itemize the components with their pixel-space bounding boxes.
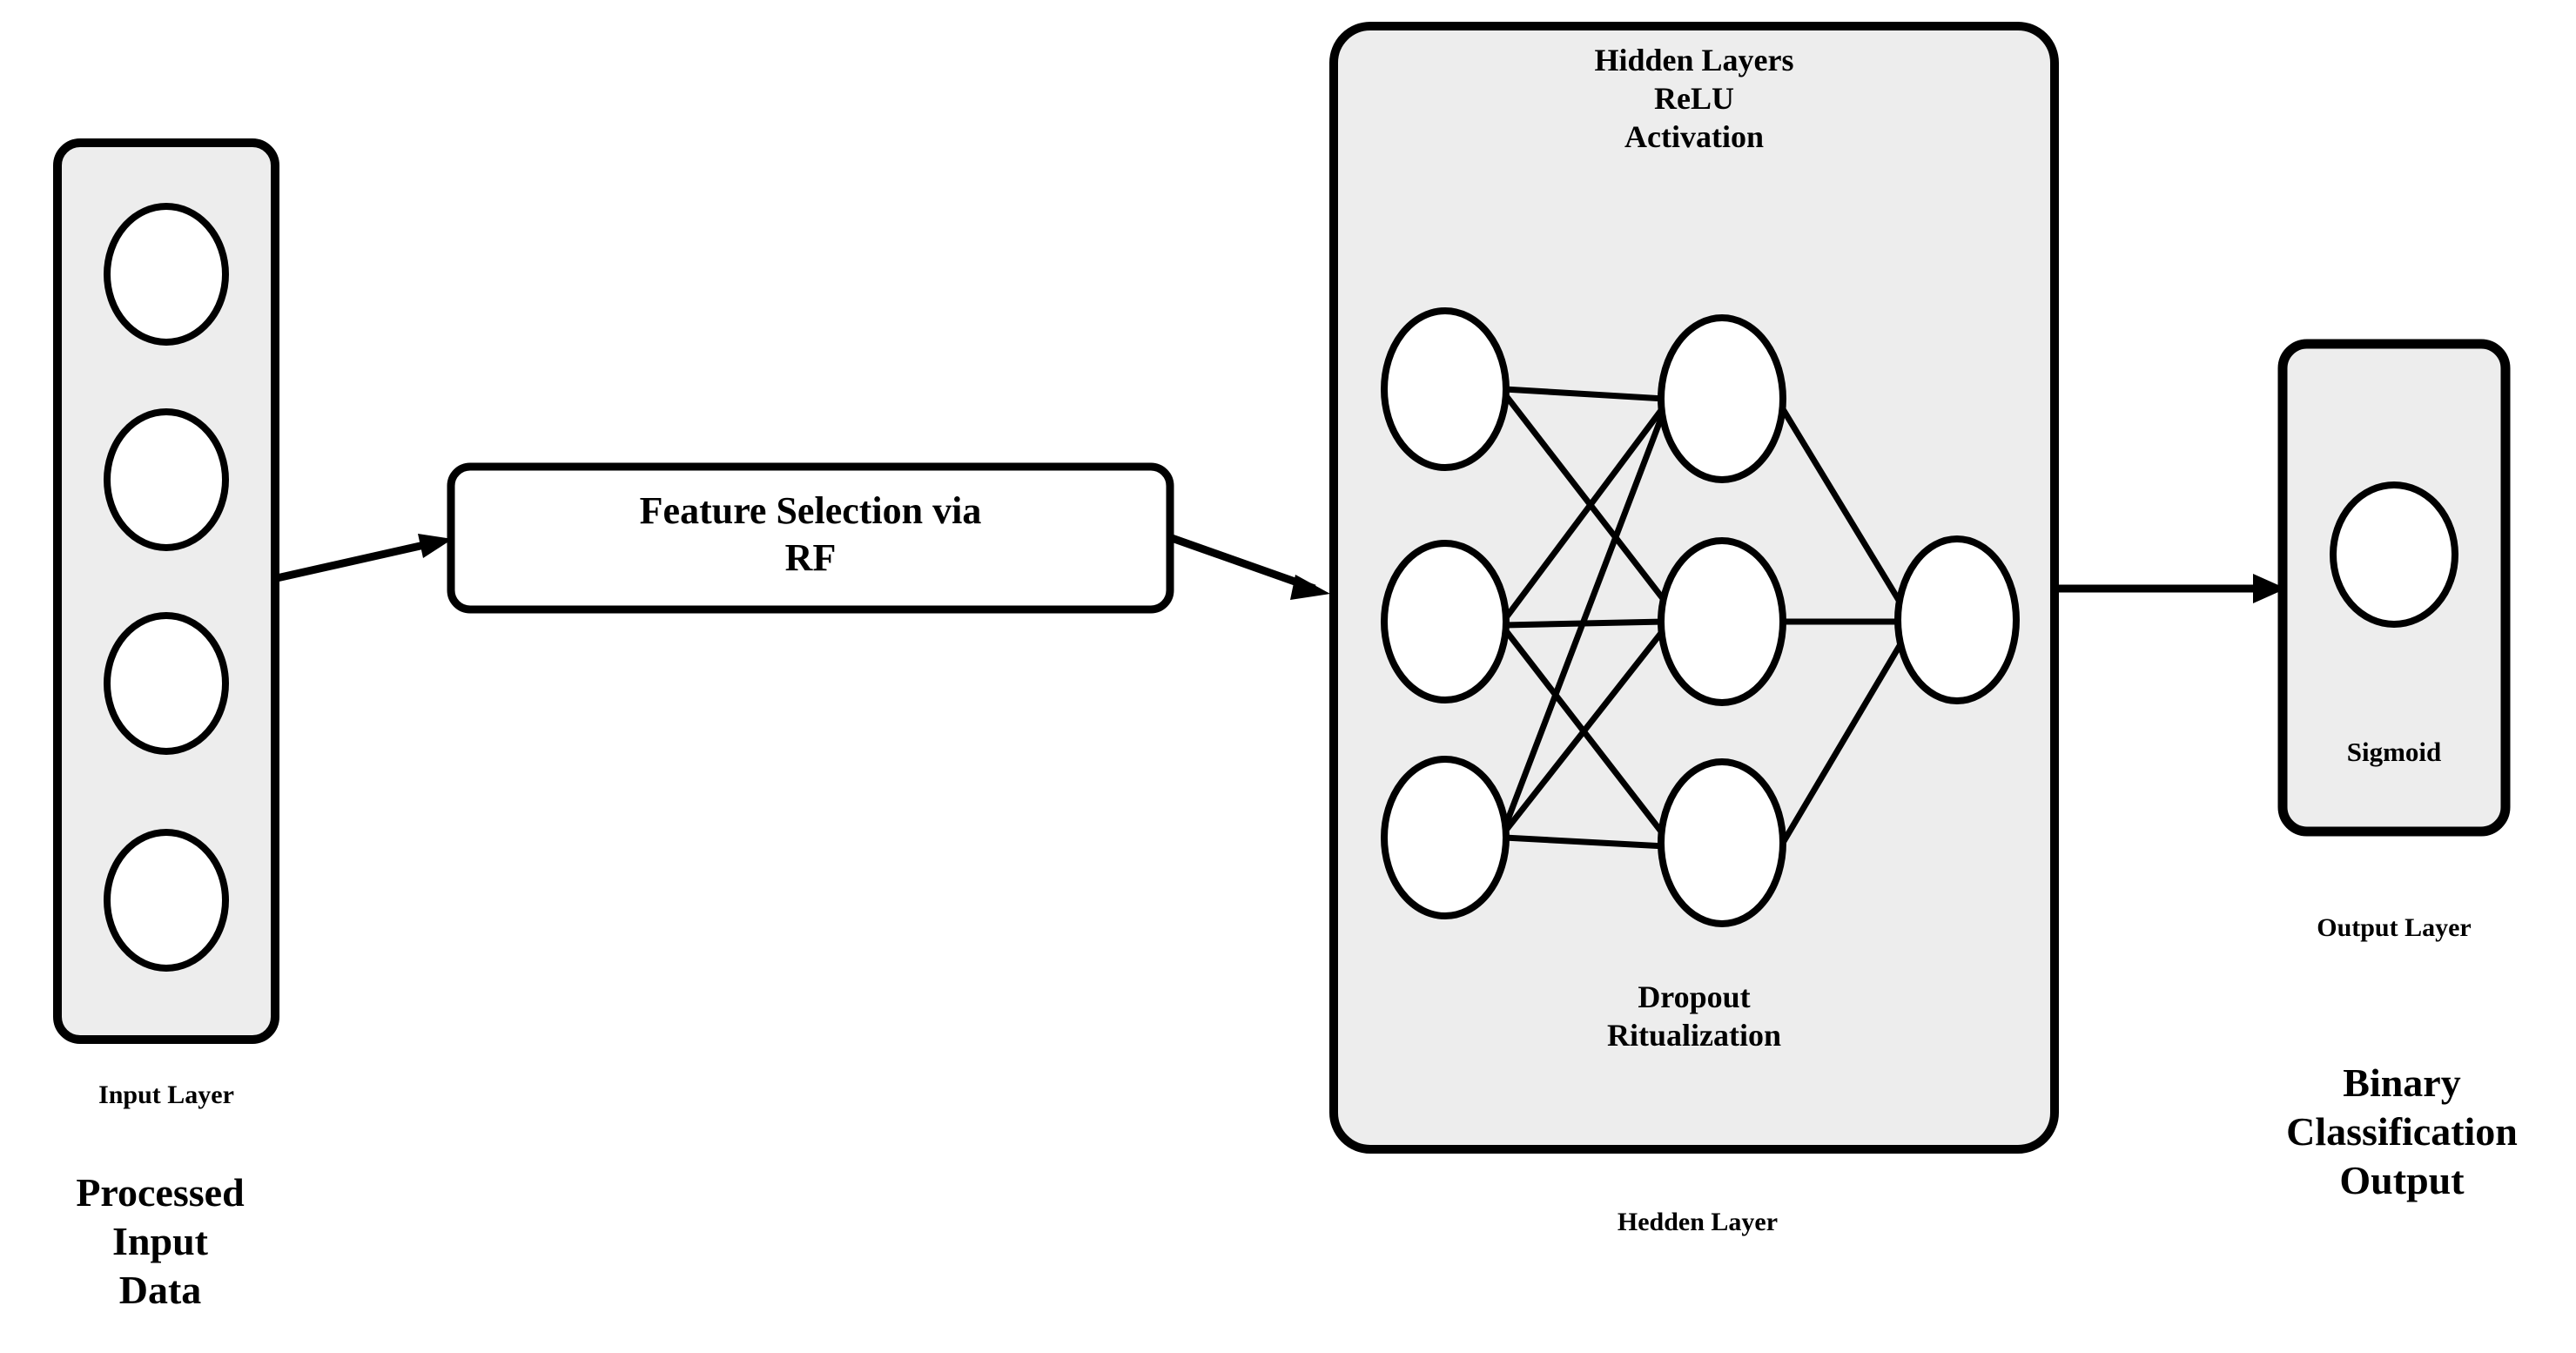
- arrow-feature-to-hidden-head: [1290, 575, 1330, 600]
- edge-l2n3-l3n1: [1779, 623, 1915, 845]
- feature-box-rect: [447, 462, 1174, 614]
- input-layer-panel[interactable]: [53, 138, 279, 1044]
- output-panel-border: [2277, 339, 2511, 837]
- arrow-hidden-to-output: [2058, 574, 2286, 603]
- arrow-input-to-feature-head: [418, 534, 453, 558]
- output-node-1[interactable]: [2330, 481, 2458, 628]
- input-node-1[interactable]: [104, 203, 229, 346]
- input-node-2[interactable]: [104, 408, 229, 551]
- hidden-node-l2n3[interactable]: [1658, 758, 1786, 927]
- processed-input-data-description: Processed Input Data: [76, 1170, 245, 1313]
- edge-l1n3-l2n2: [1502, 626, 1667, 835]
- hidden-layer-caption: Hedden Layer: [1617, 1208, 1779, 1236]
- input-panel-border: [53, 138, 279, 1044]
- edge-l1n2-l2n1: [1502, 403, 1667, 623]
- hidden-edges-layer1-to-layer2: [1501, 386, 1668, 850]
- hidden-panel-border: [1329, 22, 2059, 1154]
- edge-l1n1-l2n2: [1502, 391, 1667, 603]
- hidden-node-l2n2[interactable]: [1658, 537, 1786, 706]
- hidden-layers-activation-label: Hidden Layers ReLU Activation: [1594, 43, 1794, 154]
- input-node-4[interactable]: [104, 829, 229, 972]
- edge-l1n1-l2n1: [1503, 386, 1665, 402]
- arrow-feature-to-hidden-line: [1170, 534, 1316, 593]
- arrow-hidden-to-output-head: [2253, 574, 2286, 603]
- hidden-node-l1n3[interactable]: [1381, 756, 1510, 919]
- hidden-edges-layer2-to-layer3: [1779, 407, 1915, 845]
- edge-l1n3-l2n1: [1501, 407, 1668, 831]
- arrow-feature-to-hidden: [1170, 534, 1330, 600]
- edge-l2n1-l3n1: [1780, 407, 1914, 623]
- edge-l1n3-l2n3: [1503, 834, 1665, 850]
- feature-selection-label: Feature Selection via RF: [639, 489, 982, 579]
- hidden-node-l1n2[interactable]: [1381, 540, 1510, 703]
- sigmoid-label: Sigmoid: [2346, 737, 2442, 767]
- binary-classification-output-description: Binary Classification Output: [2286, 1060, 2518, 1203]
- hidden-layer-panel[interactable]: [1329, 22, 2059, 1154]
- input-panel-fill: [57, 143, 275, 1040]
- input-node-3[interactable]: [104, 612, 229, 755]
- arrow-input-to-feature-line: [276, 537, 441, 582]
- hidden-node-l3n1[interactable]: [1894, 535, 2020, 704]
- hidden-node-l1n1[interactable]: [1381, 307, 1510, 471]
- feature-selection-box[interactable]: [447, 462, 1174, 614]
- hidden-node-l2n1[interactable]: [1658, 314, 1786, 483]
- arrow-input-to-feature: [276, 534, 453, 582]
- input-layer-caption: Input Layer: [98, 1080, 234, 1109]
- dropout-regularization-label: Dropout Ritualization: [1606, 979, 1781, 1053]
- output-layer-panel[interactable]: [2277, 339, 2511, 837]
- output-layer-caption: Output Layer: [2317, 913, 2472, 942]
